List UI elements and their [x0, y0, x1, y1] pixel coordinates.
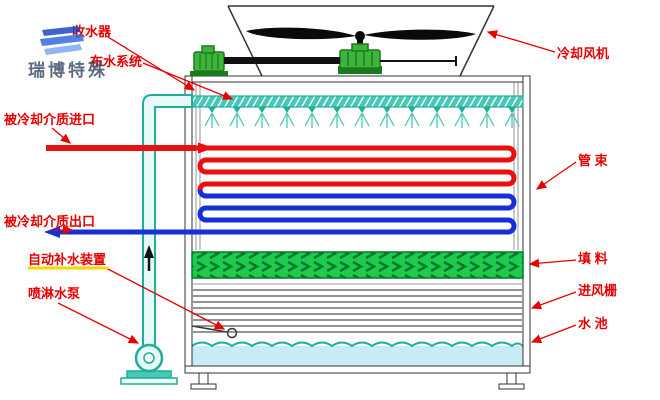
- water-basin: [191, 341, 524, 366]
- fill-media-label: 填 料: [578, 251, 608, 266]
- water-distribution-label: 布水系统: [90, 54, 142, 69]
- hot-coil: [196, 145, 517, 191]
- tube-bundle-label: 管 束: [578, 153, 609, 168]
- tube-bundle: [44, 142, 517, 238]
- outlet-flow-arrow: [44, 226, 60, 238]
- auto-refill-label: 自动补水装置: [28, 252, 106, 267]
- tower-foot: [190, 383, 217, 390]
- leader-fill-media: [528, 258, 577, 268]
- spray-pump: [120, 343, 178, 385]
- leader-lines: [51, 30, 577, 344]
- fan-gearbox: [338, 43, 382, 74]
- cold-coil: [60, 189, 517, 235]
- watermark-logo-icon: [40, 26, 84, 55]
- leader-drift-eliminator: [107, 36, 196, 91]
- water-basin-label: 水 池: [578, 316, 608, 331]
- medium-inlet-label: 被冷却介质进口: [3, 112, 95, 127]
- medium-outlet-label: 被冷却介质出口: [3, 214, 95, 229]
- labels: 收水器 布水系统 被冷却介质进口 被冷却介质出口 自动补水装置 喷淋水泵 冷却风…: [3, 24, 617, 331]
- riser-pipe: [142, 94, 193, 353]
- spray-pump-label: 喷淋水泵: [28, 286, 80, 301]
- leader-cooling-fan: [486, 30, 556, 53]
- leader-tube-bundle: [535, 161, 577, 190]
- watermark-text: 瑞博特殊: [28, 60, 108, 80]
- drive-shaft: [224, 57, 340, 64]
- leader-spray-pump: [57, 302, 140, 344]
- fan-blades: [246, 27, 476, 50]
- leader-auto-refill: [103, 266, 226, 330]
- fill-media: [191, 251, 524, 279]
- leader-water-distribution: [142, 62, 234, 100]
- tower-leg: [198, 372, 209, 385]
- fan-assembly: [190, 5, 495, 77]
- cooling-fan-label: 冷却风机: [557, 46, 609, 61]
- watermark: 瑞博特殊: [28, 26, 108, 80]
- inlet-flow-arrow: [198, 142, 214, 154]
- air-inlet-label: 进风栅: [578, 283, 617, 298]
- fan-cowl: [227, 5, 495, 77]
- tower-leg: [506, 372, 517, 385]
- fan-motor: [190, 45, 228, 76]
- flow-up-arrow: [144, 245, 154, 271]
- leader-medium-inlet: [51, 127, 71, 144]
- leader-air-inlet: [530, 291, 577, 310]
- leader-water-basin: [530, 324, 577, 343]
- spray-nozzles: [204, 106, 520, 129]
- float-valve: [191, 325, 238, 339]
- tower-shell: [184, 75, 531, 390]
- tower-foot: [498, 383, 525, 390]
- spray-header: [191, 95, 524, 108]
- water-surface: [191, 341, 524, 348]
- air-inlet-louvers: [193, 289, 522, 333]
